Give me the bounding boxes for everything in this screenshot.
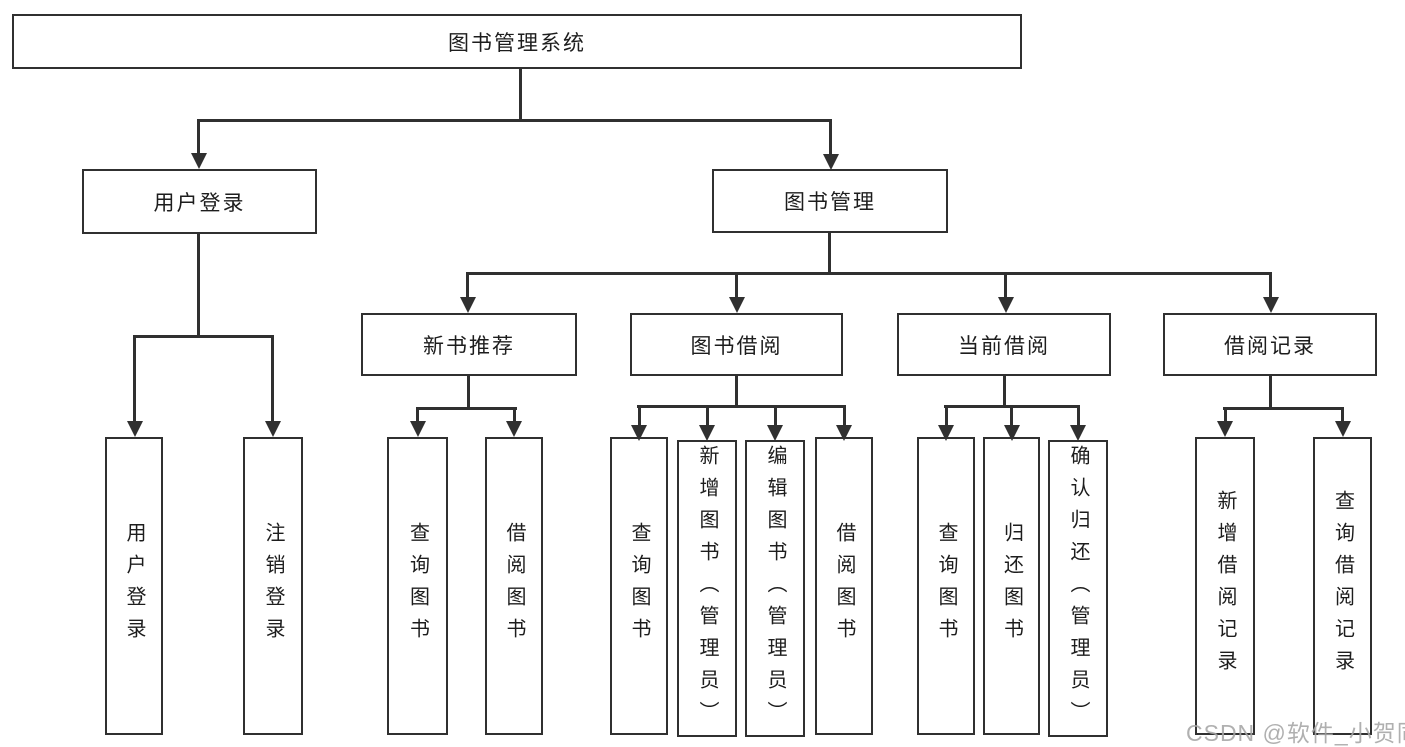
arrow-down-icon (409, 421, 426, 437)
arrow-down-icon (938, 425, 954, 441)
leaf-add-books-admin-label: 新增图书（管理员） (696, 444, 718, 733)
node-new-book-recommend-label: 新书推荐 (423, 334, 515, 358)
leaf-borrow-books-label: 借阅图书 (833, 522, 855, 650)
leaf-recommend-borrow-books: 借阅图书 (485, 437, 543, 735)
leaf-add-books-admin: 新增图书（管理员） (677, 440, 737, 737)
leaf-edit-books-admin-label: 编辑图书（管理员） (764, 444, 786, 733)
arrow-down-icon (1003, 425, 1020, 441)
connector-line (1003, 376, 1006, 405)
connector-line (1269, 272, 1272, 300)
leaf-return-books: 归还图书 (983, 437, 1040, 735)
leaf-current-query-books: 查询图书 (917, 437, 975, 735)
arrow-down-icon (631, 425, 647, 441)
leaf-borrow-books: 借阅图书 (815, 437, 873, 735)
connector-line (1004, 272, 1007, 300)
connector-line (519, 69, 522, 119)
leaf-borrow-query-books-label: 查询图书 (628, 522, 650, 650)
connector-line (271, 335, 274, 423)
arrow-down-icon (506, 421, 522, 437)
node-user-login-label: 用户登录 (153, 191, 246, 215)
connector-line (1223, 407, 1227, 424)
leaf-return-books-label: 归还图书 (1000, 522, 1023, 650)
node-current-borrow: 当前借阅 (897, 313, 1111, 376)
arrow-down-icon (822, 154, 839, 170)
leaf-recommend-query-books: 查询图书 (387, 437, 448, 735)
arrow-down-icon (997, 297, 1014, 313)
node-book-management: 图书管理 (712, 169, 948, 233)
leaf-user-login: 用户登录 (105, 437, 163, 735)
arrow-down-icon (728, 297, 745, 313)
leaf-edit-books-admin: 编辑图书（管理员） (745, 440, 805, 737)
connector-line (735, 272, 738, 300)
csdn-watermark: CSDN @软件_小贺同学 (1186, 720, 1405, 746)
connector-line (133, 335, 136, 423)
connector-line (1010, 405, 1013, 427)
leaf-logout-login: 注销登录 (243, 437, 303, 735)
connector-line (197, 119, 200, 157)
arrow-down-icon (767, 425, 783, 441)
connector-line (416, 407, 419, 424)
connector-line (637, 405, 845, 408)
arrow-down-icon (1334, 421, 1351, 437)
connector-line (1076, 405, 1080, 427)
leaf-query-borrow-record-label: 查询借阅记录 (1331, 490, 1354, 682)
connector-line (1341, 407, 1344, 424)
connector-line (1269, 376, 1272, 407)
leaf-recommend-query-books-label: 查询图书 (406, 522, 429, 650)
leaf-logout-login-label: 注销登录 (262, 522, 284, 650)
node-borrow-records: 借阅记录 (1163, 313, 1377, 376)
arrow-down-icon (1070, 425, 1086, 441)
connector-line (944, 405, 948, 427)
node-new-book-recommend: 新书推荐 (361, 313, 577, 376)
node-root: 图书管理系统 (12, 14, 1022, 69)
node-book-borrow: 图书借阅 (630, 313, 843, 376)
connector-line (466, 272, 469, 300)
connector-line (705, 405, 709, 427)
arrow-down-icon (1262, 297, 1279, 313)
leaf-confirm-return-admin-label: 确认归还（管理员） (1067, 444, 1089, 733)
connector-line (467, 376, 470, 407)
arrow-down-icon (126, 421, 143, 437)
leaf-recommend-borrow-books-label: 借阅图书 (503, 522, 525, 650)
connector-line (637, 405, 641, 427)
node-user-login: 用户登录 (82, 169, 317, 234)
node-book-borrow-label: 图书借阅 (690, 334, 783, 358)
arrow-down-icon (459, 297, 476, 313)
leaf-add-borrow-record: 新增借阅记录 (1195, 437, 1255, 735)
connector-line (466, 272, 1272, 275)
arrow-down-icon (836, 425, 852, 441)
leaf-confirm-return-admin: 确认归还（管理员） (1048, 440, 1108, 737)
leaf-user-login-label: 用户登录 (123, 522, 145, 650)
connector-line (773, 405, 777, 427)
connector-line (133, 335, 274, 338)
leaf-query-borrow-record: 查询借阅记录 (1313, 437, 1372, 735)
connector-line (512, 407, 516, 424)
arrow-down-icon (699, 425, 715, 441)
connector-line (828, 233, 831, 272)
arrow-down-icon (264, 421, 281, 437)
connector-line (197, 234, 200, 335)
node-borrow-records-label: 借阅记录 (1224, 334, 1316, 358)
connector-line (197, 119, 832, 122)
connector-line (735, 376, 738, 405)
node-current-borrow-label: 当前借阅 (958, 334, 1050, 358)
leaf-add-borrow-record-label: 新增借阅记录 (1214, 490, 1236, 682)
node-book-management-label: 图书管理 (784, 191, 876, 214)
leaf-borrow-query-books: 查询图书 (610, 437, 668, 735)
node-root-label: 图书管理系统 (448, 31, 586, 55)
connector-line (416, 407, 517, 410)
arrow-down-icon (190, 153, 207, 169)
leaf-current-query-books-label: 查询图书 (935, 522, 957, 650)
connector-line (842, 405, 846, 427)
connector-line (829, 119, 832, 157)
connector-line (1223, 407, 1344, 410)
arrow-down-icon (1217, 421, 1233, 437)
